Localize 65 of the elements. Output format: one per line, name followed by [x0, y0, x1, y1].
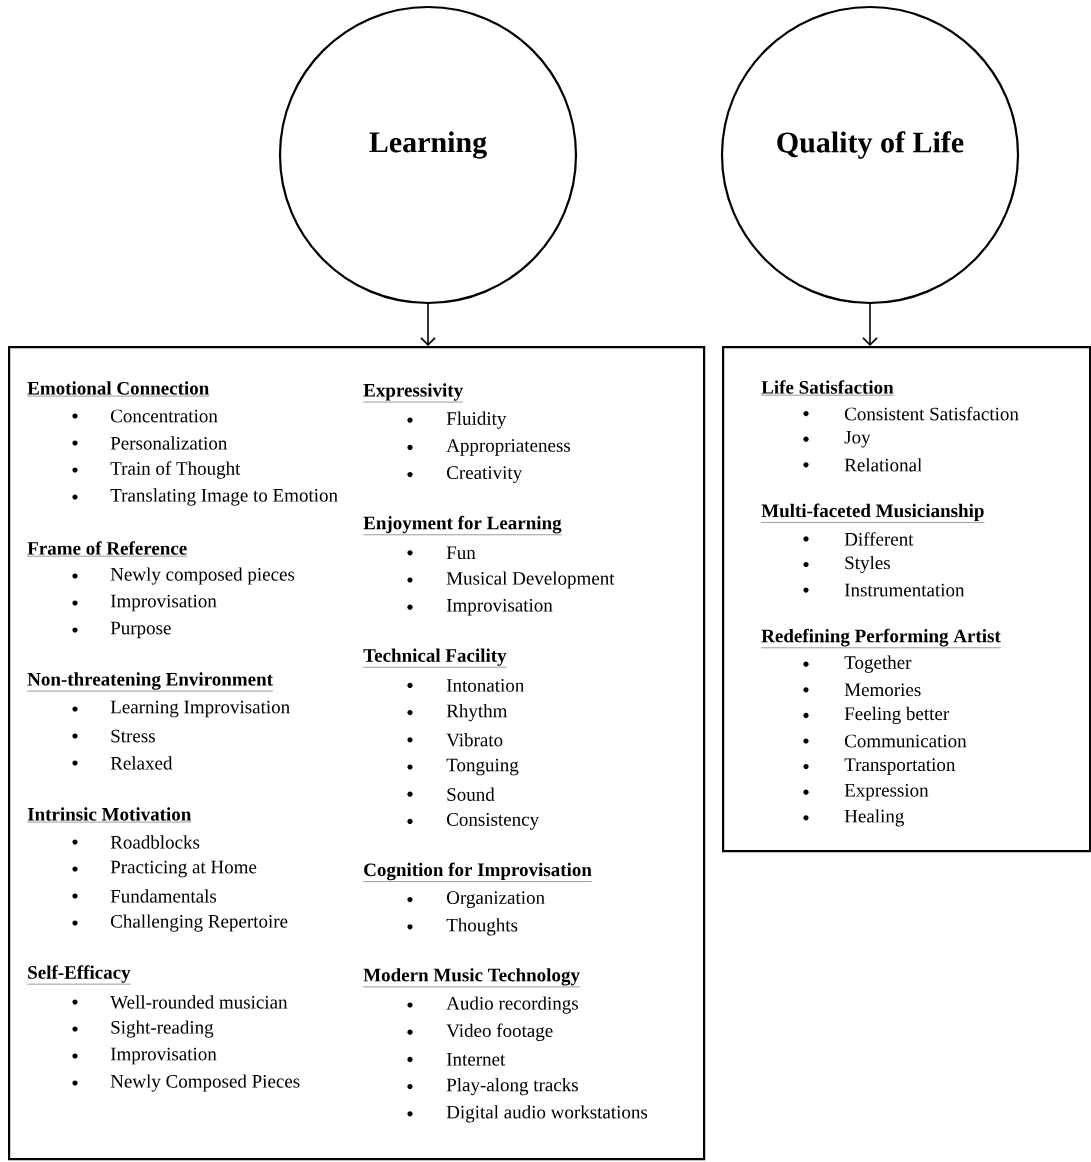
- list-item: Healing: [844, 809, 904, 827]
- list-item: Well-rounded musician: [110, 995, 288, 1009]
- list-item: Video footage: [446, 1023, 553, 1041]
- section-heading: Self-Efficacy: [27, 965, 131, 985]
- list-item: Tonguing: [446, 758, 519, 776]
- list-item: Stress: [111, 729, 155, 743]
- list-item: Sight-reading: [111, 1020, 214, 1038]
- list-item: Newly composed pieces: [110, 567, 295, 585]
- list-item: Improvisation: [446, 598, 553, 616]
- list-item: Organization: [447, 891, 545, 908]
- section-heading: Intrinsic Motivation: [27, 807, 192, 823]
- list-item: Improvisation: [110, 594, 217, 612]
- list-item: Improvisation: [110, 1047, 217, 1065]
- list-item: Learning Improvisation: [110, 700, 290, 718]
- list-item: Musical Development: [446, 571, 615, 589]
- list-item: Roadblocks: [110, 835, 200, 849]
- list-item: Challenging Repertoire: [111, 914, 288, 932]
- list-item: Fluidity: [446, 411, 507, 429]
- list-item: Appropriateness: [446, 439, 571, 456]
- section-heading: Technical Facility: [363, 648, 507, 668]
- list-item: Play-along tracks: [446, 1078, 578, 1096]
- section-heading: Redefining Performing Artist: [761, 628, 1001, 648]
- list-item: Relational: [844, 458, 922, 472]
- list-item: Practicing at Home: [110, 860, 257, 878]
- list-item: Translating Image to Emotion: [110, 488, 338, 506]
- list-item: Consistent Satisfaction: [845, 406, 1019, 421]
- list-item: Styles: [845, 555, 890, 574]
- list-item: Expression: [844, 783, 929, 801]
- list-item: Creativity: [447, 466, 523, 483]
- list-item: Different: [844, 532, 914, 546]
- list-item: Fun: [446, 546, 476, 560]
- list-item: Feeling better: [844, 706, 950, 725]
- list-item: Newly Composed Pieces: [110, 1074, 300, 1092]
- list-item: Sound: [447, 787, 495, 801]
- list-item: Instrumentation: [844, 583, 965, 597]
- section-heading: Frame of Reference: [27, 541, 188, 557]
- list-item: Audio recordings: [446, 996, 578, 1014]
- list-item: Vibrato: [446, 733, 503, 747]
- list-item: Consistency: [447, 813, 539, 830]
- arrow: [420, 303, 436, 346]
- list-item: Personalization: [110, 436, 228, 450]
- list-item: Rhythm: [446, 704, 508, 722]
- section-heading: Multi-faceted Musicianship: [761, 503, 985, 523]
- list-item: Internet: [446, 1053, 506, 1066]
- list-item: Memories: [844, 683, 921, 697]
- list-item: Relaxed: [110, 756, 173, 770]
- list-item: Fundamentals: [110, 889, 217, 903]
- section-heading: Modern Music Technology: [363, 968, 581, 988]
- section-heading: Expressivity: [363, 383, 464, 403]
- section-heading: Cognition for Improvisation: [363, 862, 593, 882]
- arrow: [862, 303, 878, 346]
- section-heading: Enjoyment for Learning: [363, 515, 562, 535]
- list-item: Transportation: [844, 758, 956, 775]
- list-item: Thoughts: [446, 918, 518, 936]
- list-item: Purpose: [110, 621, 171, 639]
- section-heading: Emotional Connection: [27, 381, 210, 397]
- list-item: Train of Thought: [110, 461, 241, 479]
- list-item: Concentration: [111, 409, 218, 423]
- section-heading: Non-threatening Environment: [27, 672, 274, 692]
- list-item: Digital audio workstations: [446, 1105, 648, 1123]
- list-item: Intonation: [446, 679, 524, 692]
- list-item: Together: [844, 655, 912, 673]
- section-heading: Life Satisfaction: [761, 380, 894, 396]
- list-item: Joy: [844, 430, 871, 448]
- list-item: Communication: [845, 734, 967, 748]
